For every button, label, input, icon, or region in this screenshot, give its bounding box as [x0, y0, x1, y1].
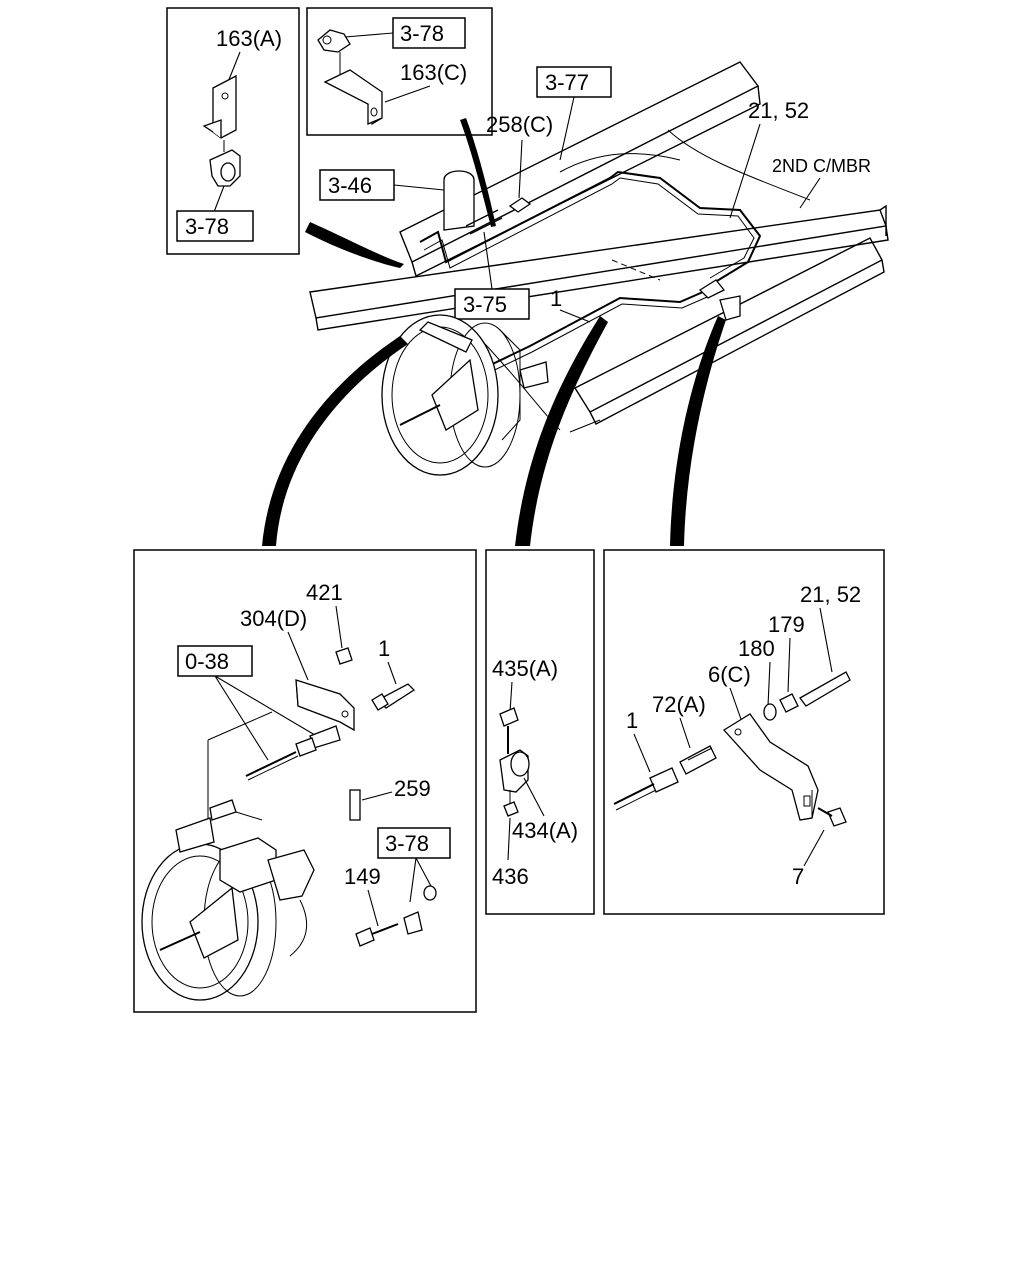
- label-179: 179: [768, 612, 805, 637]
- detail-box-union: 21, 52 179 180 6(C) 72(A) 1 7: [603, 549, 885, 915]
- label-163c: 163(C): [400, 60, 467, 85]
- ref-box-378: [176, 210, 254, 242]
- label-149: 149: [344, 864, 381, 889]
- label-259: 259: [394, 776, 431, 801]
- label-2nd-cmbr: 2ND C/MBR: [772, 156, 871, 176]
- label-304d: 304(D): [240, 606, 307, 631]
- callout-wedge-topleft: [305, 222, 404, 268]
- label-435a: 435(A): [492, 656, 558, 681]
- ref-box-378: [392, 17, 466, 49]
- label-1-right: 1: [626, 708, 638, 733]
- label-72a: 72(A): [652, 692, 706, 717]
- detail-box-booster: 421 304(D) 1 0-38 259 3-78: [133, 549, 477, 1013]
- detail-box-bracket-163a: 163(A) 3-78: [166, 7, 300, 255]
- callout-wedge-left: [262, 336, 408, 546]
- ref-box-378-lower: [377, 827, 451, 859]
- label-1-left: 1: [378, 636, 390, 661]
- label-7: 7: [792, 864, 804, 889]
- chassis-assembly: 3-46 258(C) 3-77 21, 52 2ND C/MBR 3-75 1: [309, 61, 889, 476]
- label-378-lower: 3-78: [385, 831, 429, 856]
- label-163a: 163(A): [216, 26, 282, 51]
- ref-box-377: [536, 66, 612, 98]
- label-378: 3-78: [185, 214, 229, 239]
- label-1-main: 1: [550, 286, 562, 311]
- label-436: 436: [492, 864, 529, 889]
- label-038: 0-38: [185, 649, 229, 674]
- callout-wedge-topmid: [460, 118, 496, 227]
- label-2152-right: 21, 52: [800, 582, 861, 607]
- label-378-top: 3-78: [400, 21, 444, 46]
- label-180: 180: [738, 636, 775, 661]
- label-434a: 434(A): [512, 818, 578, 843]
- label-2152-main: 21, 52: [748, 98, 809, 123]
- label-377: 3-77: [545, 70, 589, 95]
- callout-wedge-mid: [515, 316, 608, 546]
- callout-wedge-right: [670, 316, 726, 546]
- detail-box-clip: 435(A) 434(A) 436: [485, 549, 595, 915]
- label-346: 3-46: [328, 173, 372, 198]
- label-258c: 258(C): [486, 112, 553, 137]
- label-421: 421: [306, 580, 343, 605]
- label-375: 3-75: [463, 292, 507, 317]
- label-6c: 6(C): [708, 662, 751, 687]
- detail-box-bracket-163c: 3-78 163(C): [306, 7, 493, 136]
